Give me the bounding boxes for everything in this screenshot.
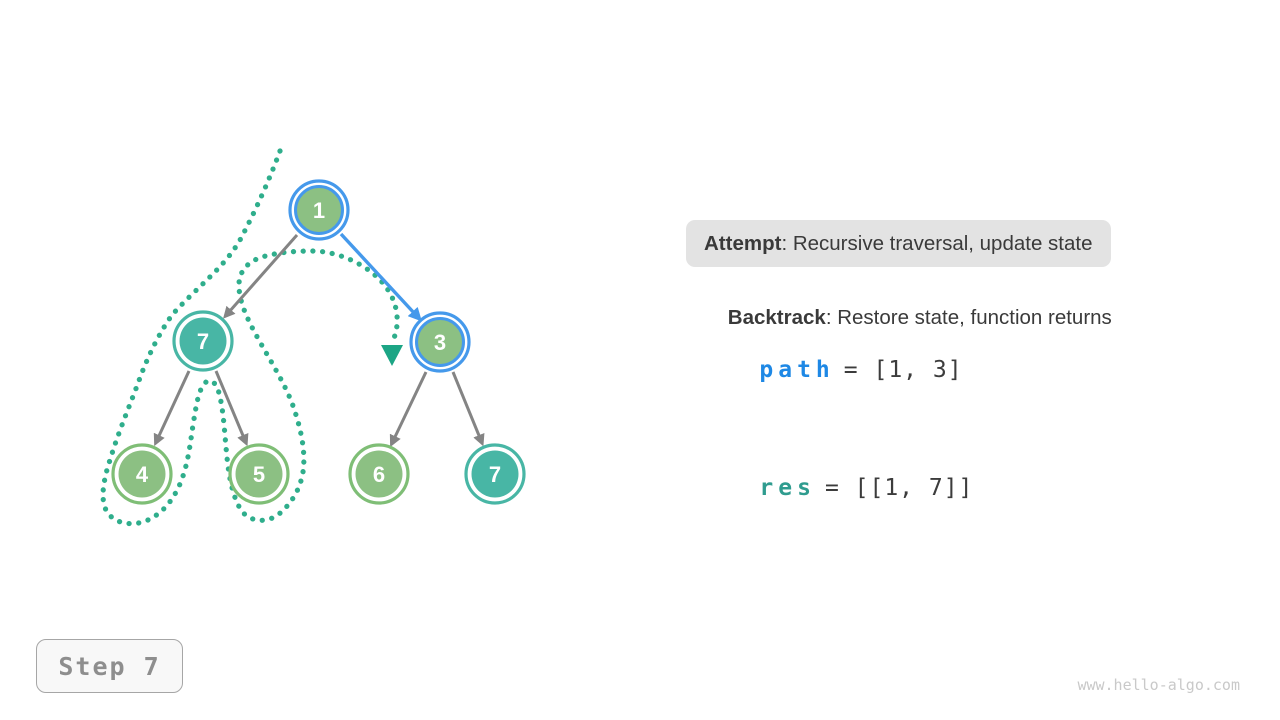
- node-3-label: 3: [434, 330, 446, 355]
- tree-node-4: 4: [111, 443, 173, 505]
- step-badge: Step 7: [36, 639, 183, 693]
- res-state-line: res = [[1, 7]]: [704, 449, 973, 527]
- tree-node-1: 1: [288, 179, 350, 241]
- attempt-label: Attempt: [704, 231, 782, 255]
- attempt-text: : Recursive traversal, update state: [781, 231, 1093, 255]
- node-3-disk: [415, 317, 465, 367]
- edge-1-7: [223, 234, 299, 319]
- node-1-label: 1: [313, 198, 325, 223]
- tree-edges: [153, 232, 485, 448]
- edge-3-6: [389, 371, 428, 448]
- node-5-label: 5: [253, 462, 265, 487]
- node-7l-label: 7: [197, 329, 209, 354]
- tree-node-6: 6: [348, 443, 410, 505]
- edge-7-5: [214, 370, 249, 447]
- node-7l-disk: [179, 317, 227, 365]
- tree-node-7-left: 7: [172, 310, 234, 372]
- res-variable: res: [759, 475, 816, 501]
- down-arrowhead-icon: [381, 345, 403, 366]
- edge-3-7: [451, 371, 485, 447]
- node-1-disk: [294, 185, 344, 235]
- res-value: = [[1, 7]]: [824, 475, 974, 501]
- node-4-disk: [118, 450, 166, 498]
- backtrack-label: Backtrack: [727, 306, 826, 329]
- node-6-label: 6: [373, 462, 385, 487]
- path-variable: path: [759, 357, 835, 383]
- path-value: = [1, 3]: [843, 357, 963, 383]
- tree-node-7-right: 7: [464, 443, 526, 505]
- node-5-disk: [235, 450, 283, 498]
- backtrack-text: : Restore state, function returns: [825, 306, 1112, 329]
- edge-1-3-active: [339, 232, 422, 322]
- node-7r-disk: [471, 450, 519, 498]
- backtrack-line: Backtrack: Restore state, function retur…: [705, 282, 1112, 354]
- backtrack-trace-path: [100, 148, 400, 527]
- watermark: www.hello-algo.com: [1077, 676, 1240, 694]
- tree-node-3: 3: [409, 311, 471, 373]
- path-state-line: path = [1, 3]: [704, 331, 963, 409]
- tree-node-5: 5: [228, 443, 290, 505]
- attempt-banner: Attempt: Recursive traversal, update sta…: [686, 220, 1111, 267]
- node-4-label: 4: [136, 462, 149, 487]
- node-6-disk: [355, 450, 403, 498]
- node-7r-label: 7: [489, 462, 501, 487]
- edge-7-4: [153, 370, 191, 447]
